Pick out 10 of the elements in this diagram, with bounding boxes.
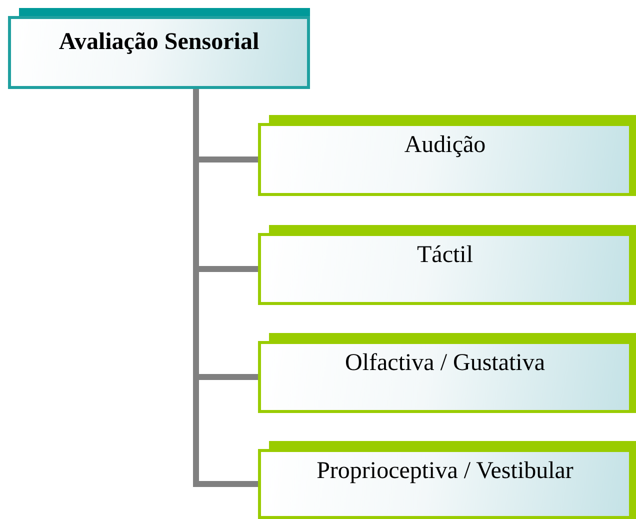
category-box xyxy=(258,123,632,196)
box-label: Audição xyxy=(404,132,486,159)
box-label: Táctil xyxy=(417,242,473,269)
category-box xyxy=(258,341,632,413)
category-box xyxy=(258,233,632,305)
box-label: Olfactiva / Gustativa xyxy=(345,350,545,377)
category-box xyxy=(8,16,310,89)
box-label: Avaliação Sensorial xyxy=(58,29,260,56)
box-label: Proprioceptiva / Vestibular xyxy=(316,458,574,485)
category-box xyxy=(258,449,632,519)
